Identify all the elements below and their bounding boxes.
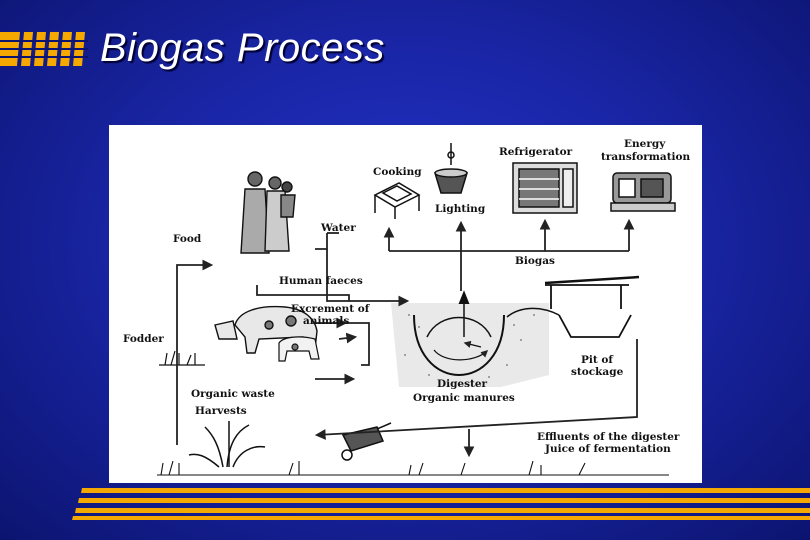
biogas-diagram: Energy transformation Refrigerator Cooki… — [109, 125, 702, 483]
cooking-stove-icon — [373, 182, 421, 219]
label-water: Water — [320, 222, 356, 234]
label-fodder: Fodder — [123, 333, 164, 345]
label-pit-line2: stockage — [571, 366, 624, 378]
flow-arrows — [176, 218, 638, 458]
label-lighting: Lighting — [435, 203, 486, 215]
label-energy-line2: transformation — [601, 151, 691, 163]
label-energy-line1: Energy — [624, 138, 666, 150]
label-effluents-line1: Effluents of the digester — [537, 431, 680, 443]
label-organic-waste: Organic waste — [191, 388, 275, 400]
lamp-icon — [433, 143, 469, 194]
label-organic-manures: Organic manures — [413, 392, 515, 404]
label-cooking: Cooking — [373, 166, 422, 178]
family-people-icon — [240, 171, 296, 254]
label-biogas: Biogas — [515, 255, 555, 267]
calf-icon — [278, 336, 320, 362]
label-food: Food — [173, 233, 202, 245]
biogas-diagram-svg: Energy transformation Refrigerator Cooki… — [123, 138, 691, 476]
digester-tank — [413, 290, 505, 376]
stockage-pit — [506, 275, 640, 338]
refrigerator-icon — [512, 162, 578, 214]
slide-title: Biogas Process — [100, 26, 385, 70]
label-excrement-line2: animals — [303, 315, 349, 327]
label-refrigerator: Refrigerator — [499, 146, 573, 158]
generator-icon — [610, 172, 676, 212]
label-digester: Digester — [437, 378, 488, 390]
ground-grass — [157, 460, 669, 476]
wheelbarrow-icon — [341, 422, 392, 461]
fodder-grass-icon — [159, 350, 205, 366]
bottom-accent-bars — [72, 488, 810, 520]
label-harvests: Harvests — [195, 405, 247, 417]
harvest-plants-icon — [188, 421, 266, 468]
label-effluents-line2: Juice of fermentation — [544, 443, 671, 455]
title-accent-bars — [0, 32, 88, 66]
label-excrement-line1: Excrement of — [291, 303, 371, 315]
label-pit-line1: Pit of — [581, 354, 614, 366]
label-human-faeces: Human faeces — [279, 275, 363, 287]
